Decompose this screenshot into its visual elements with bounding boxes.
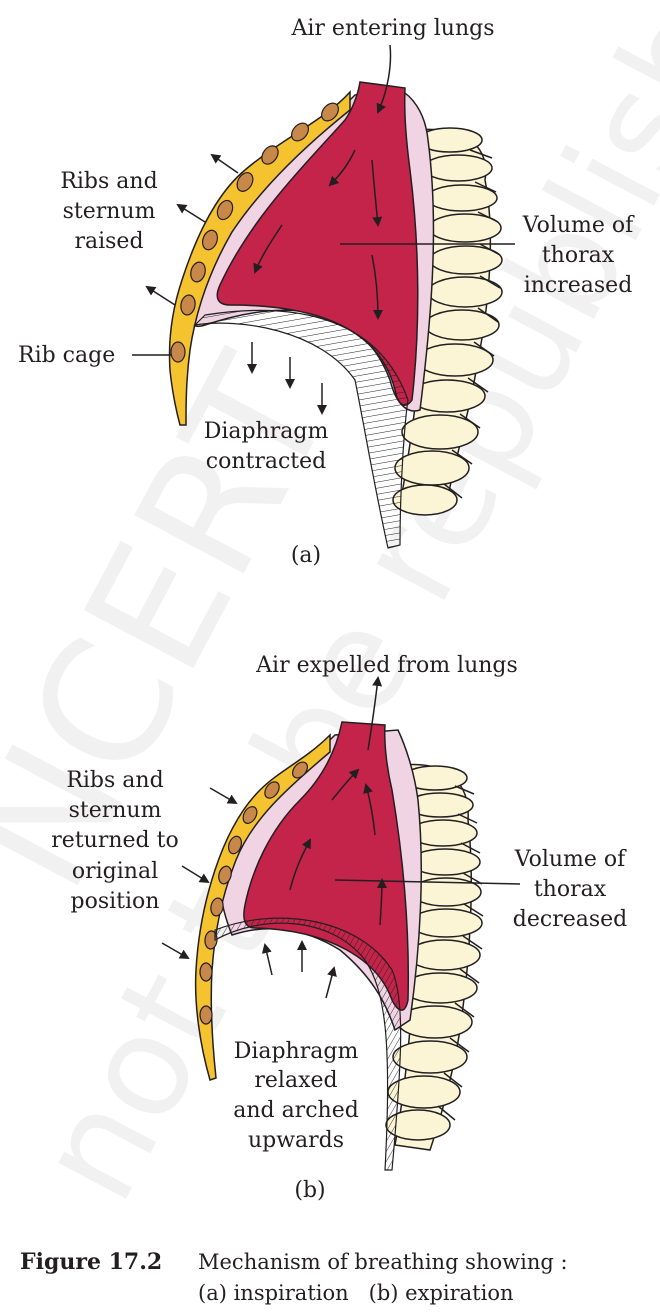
- spine-a: [392, 127, 503, 516]
- arrows-a: [132, 44, 515, 415]
- lung-arrow-a-3: [253, 224, 283, 274]
- diaphragm-contracted-line-1: Diaphragm: [204, 419, 329, 444]
- rib-holes-a: [170, 102, 339, 363]
- diaphragm-relaxed-line-3: and arched: [233, 1098, 359, 1123]
- air-entering-label: Air entering lungs: [290, 16, 494, 41]
- ribs-returned-line-1: Ribs and: [66, 768, 163, 793]
- panel-a-inspiration: Air entering lungs Ribs and sternum rais…: [18, 16, 635, 568]
- lung-arrow-b-1: [331, 768, 360, 801]
- ribs-returned-line-4: original: [72, 859, 158, 884]
- ribs-returned-line-2: sternum: [69, 798, 162, 823]
- rib-up-arrow-a-1: [210, 153, 239, 174]
- lung-arrow-a-4: [371, 254, 383, 320]
- panel-a-tag: (a): [291, 543, 321, 568]
- ribs-raised-line-1: Ribs and: [60, 169, 157, 194]
- volume-increased-line-3: increased: [524, 273, 633, 298]
- diaphragm-up-arrow-b-3: [325, 966, 337, 999]
- diaphragm-up-arrow-b-1: [261, 943, 273, 976]
- volume-decreased-label: Volume of thorax decreased: [513, 847, 627, 932]
- volume-decreased-line-2: thorax: [534, 877, 607, 902]
- volume-increased-line-1: Volume of: [522, 213, 635, 238]
- diaphragm-muscle-a: [193, 309, 409, 549]
- diaphragm-relaxed-label: Diaphragm relaxed and arched upwards: [233, 1039, 359, 1153]
- rib-holes-b: [199, 761, 308, 1025]
- ribs-raised-label: Ribs and sternum raised: [60, 169, 157, 254]
- diaphragm-relaxed-line-1: Diaphragm: [234, 1039, 359, 1064]
- lung-b: [243, 721, 410, 1011]
- rib-up-arrow-a-3: [145, 285, 176, 306]
- panel-b-tag: (b): [294, 1178, 325, 1203]
- figure-number: Figure 17.2: [20, 1249, 162, 1275]
- lung-arrow-a-2: [371, 159, 383, 227]
- ribcage-label: Rib cage: [18, 343, 115, 368]
- caption-line-1: Mechanism of breathing showing :: [198, 1250, 568, 1274]
- ribs-raised-line-2: sternum: [63, 199, 156, 224]
- diaphragm-relaxed-line-2: relaxed: [254, 1068, 337, 1093]
- ribcage-b: [194, 733, 331, 1081]
- air-in-arrow-a: [376, 44, 392, 114]
- ribs-returned-line-5: position: [71, 889, 160, 914]
- air-expelled-label: Air expelled from lungs: [255, 653, 518, 678]
- volume-increased-label: Volume of thorax increased: [522, 213, 635, 298]
- figure-caption: Figure 17.2 Mechanism of breathing showi…: [20, 1249, 568, 1305]
- rib-in-arrow-b-1: [209, 787, 238, 804]
- rib-in-arrow-b-2: [181, 865, 210, 884]
- panel-b-expiration: Air expelled from lungs Ribs and sternum…: [51, 653, 627, 1203]
- arrows-b: [161, 676, 521, 999]
- ribs-returned-line-3: returned to: [51, 828, 178, 853]
- ribs-raised-line-3: raised: [74, 229, 143, 254]
- rib-in-arrow-b-3: [161, 942, 190, 959]
- volume-increased-line-2: thorax: [542, 243, 615, 268]
- volume-leader-b: [334, 879, 521, 885]
- rib-up-arrow-a-2: [176, 203, 206, 223]
- diaphragm-contracted-line-2: contracted: [206, 449, 326, 474]
- volume-decreased-line-3: decreased: [513, 907, 627, 932]
- diaphragm-contracted-label: Diaphragm contracted: [204, 419, 329, 474]
- lung-arrow-a-1: [328, 149, 356, 187]
- diaphragm-muscle-b: [214, 917, 402, 1171]
- lung-arrow-b-3: [289, 838, 311, 891]
- lung-arrow-b-2: [363, 783, 376, 836]
- ribs-returned-label: Ribs and sternum returned to original po…: [51, 768, 178, 914]
- ribcage-a: [168, 90, 351, 426]
- lung-arrow-b-4: [376, 878, 387, 926]
- diaphragm-relaxed-line-4: upwards: [248, 1128, 344, 1153]
- caption-line-2: (a) inspiration (b) expiration: [198, 1281, 513, 1305]
- volume-decreased-line-1: Volume of: [514, 847, 627, 872]
- air-out-arrow-b: [367, 676, 383, 751]
